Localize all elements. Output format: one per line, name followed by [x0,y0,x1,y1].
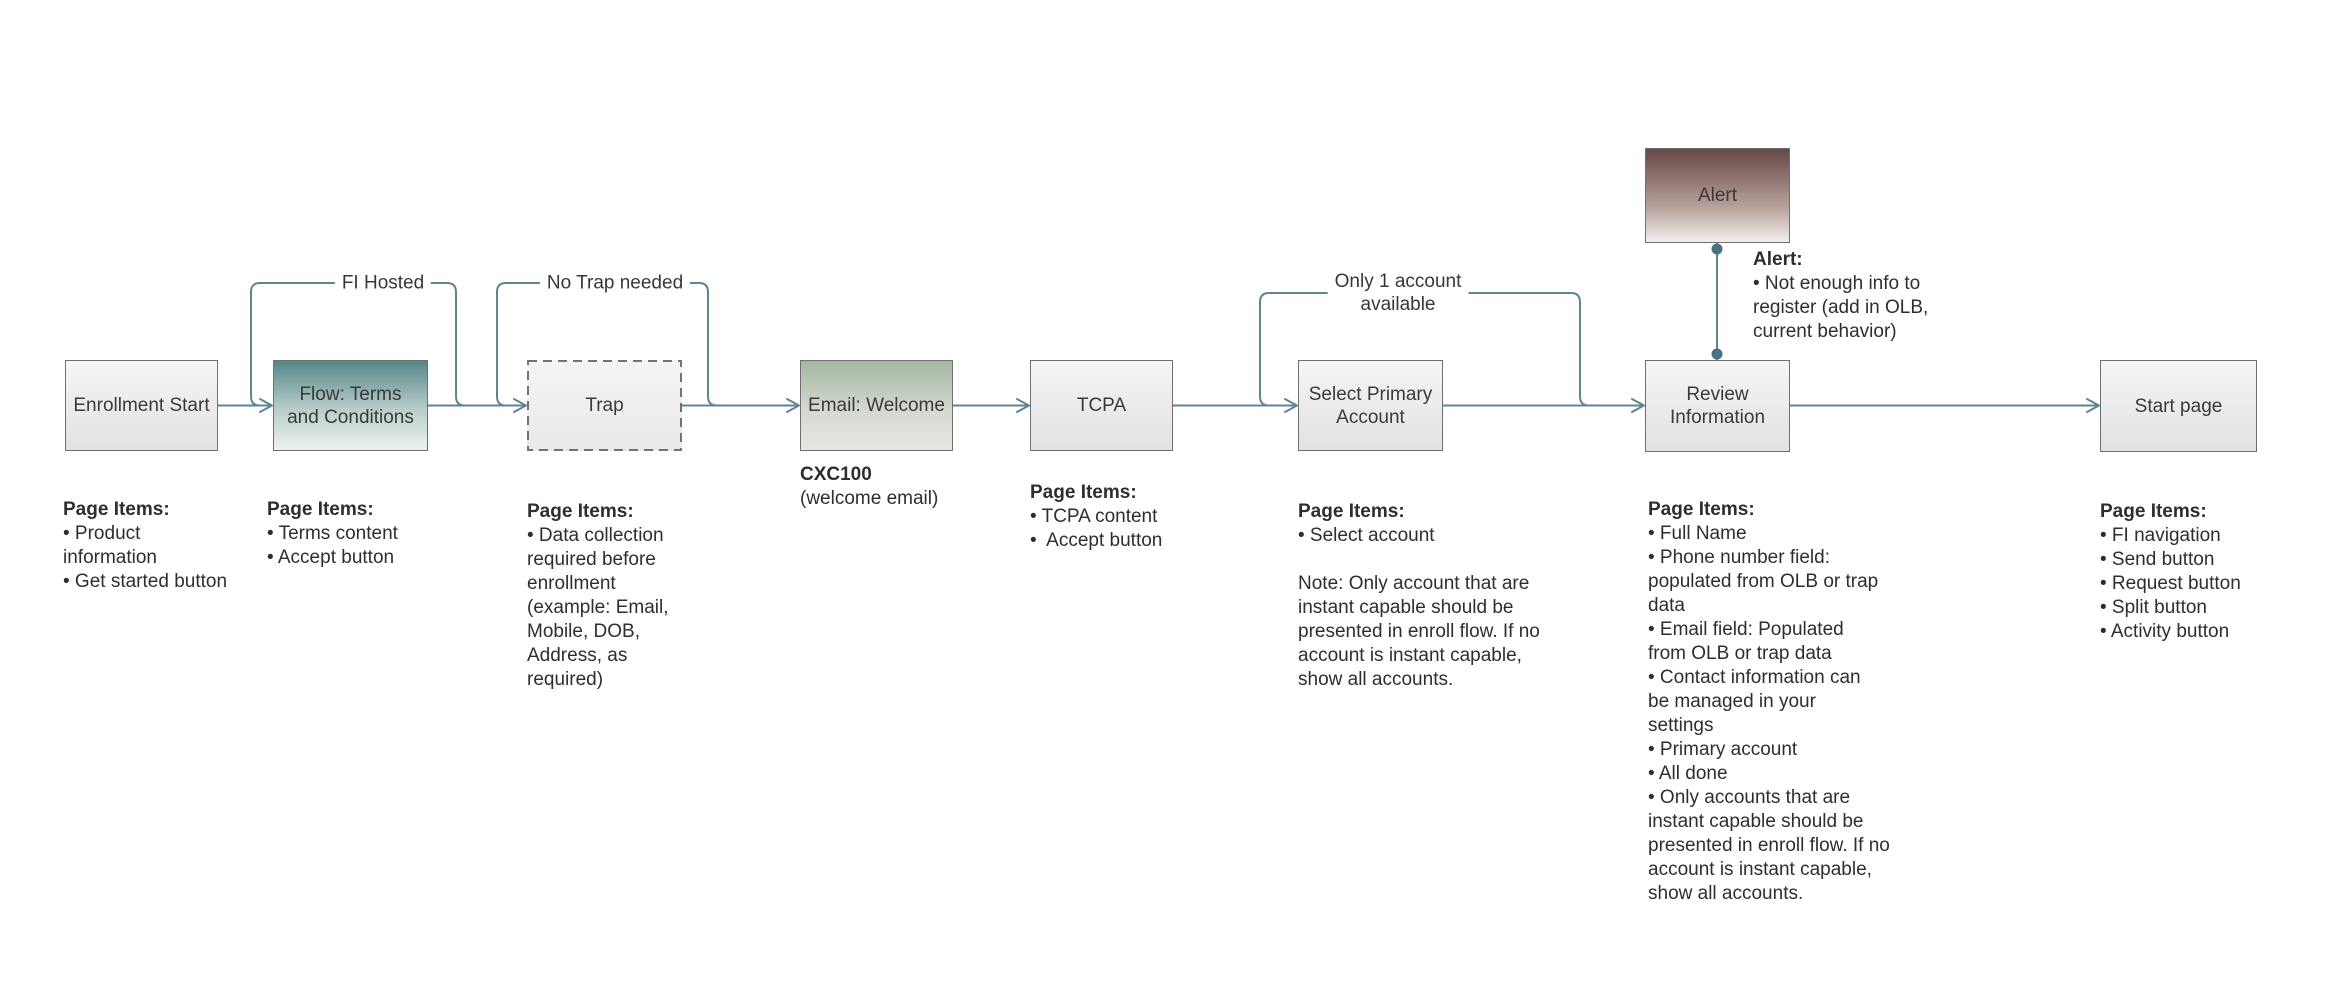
note-body: • Terms content • Accept button [267,523,398,568]
flow-arrowhead [1631,398,1645,413]
note-title: Page Items: [267,499,374,520]
node-select-primary-account: Select Primary Account [1298,360,1443,451]
note-title: Page Items: [2100,501,2207,522]
note-title: Alert: [1753,249,1803,270]
note-body: • Full Name • Phone number field: popula… [1648,523,1890,904]
alert-connector-dot [1711,348,1723,360]
flow-arrowhead [1284,398,1298,413]
note-body: • FI navigation • Send button • Request … [2100,525,2241,642]
note-flow-terms-and-conditions: Page Items: • Terms content • Accept butt… [267,498,398,570]
note-tcpa: Page Items: • TCPA content • Accept butto… [1030,481,1162,553]
note-trap: Page Items: • Data collection required be… [527,500,669,692]
note-title: Page Items: [1298,501,1405,522]
note-body: • Select account Note: Only account that… [1298,525,1540,690]
note-body: • TCPA content • Accept button [1030,506,1163,551]
note-review-information: Page Items: • Full Name • Phone number fi… [1648,498,1890,906]
note-enrollment-start: Page Items: • Product information • Get s… [63,498,227,594]
note-title: CXC100 [800,464,872,485]
node-email-welcome: Email: Welcome [800,360,953,451]
node-start-page: Start page [2100,360,2257,452]
node-tcpa: TCPA [1030,360,1173,451]
node-flow-terms-and-conditions: Flow: Terms and Conditions [273,360,428,451]
note-body: (welcome email) [800,488,939,509]
note-title: Page Items: [527,501,634,522]
note-alert: Alert: • Not enough info to register (add… [1753,248,1928,344]
node-review-information: Review Information [1645,360,1790,452]
flow-arrowhead [513,398,527,413]
note-title: Page Items: [1648,499,1755,520]
flow-arrowhead [786,398,800,413]
flow-arrowhead [1016,398,1030,413]
flow-arrowhead [259,398,273,413]
note-select-primary-account: Page Items: • Select account Note: Only a… [1298,500,1540,692]
branch-label-only-1-account-available: Only 1 account available [1327,269,1469,317]
node-trap: Trap [527,360,682,451]
flow-arrowhead [2086,398,2100,413]
note-body: • Not enough info to register (add in OL… [1753,273,1929,342]
note-title: Page Items: [1030,482,1137,503]
alert-connector-dot [1711,243,1723,255]
note-email-welcome-code: CXC100 (welcome email) [800,463,938,511]
note-start-page: Page Items: • FI navigation • Send button… [2100,500,2241,644]
note-body: • Data collection required before enroll… [527,525,669,690]
branch-label-fi-hosted: FI Hosted [334,270,432,296]
note-title: Page Items: [63,499,170,520]
node-alert: Alert [1645,148,1790,243]
branch-label-no-trap-needed: No Trap needed [539,270,691,296]
note-body: • Product information • Get started butt… [63,523,228,592]
node-enrollment-start: Enrollment Start [65,360,218,451]
